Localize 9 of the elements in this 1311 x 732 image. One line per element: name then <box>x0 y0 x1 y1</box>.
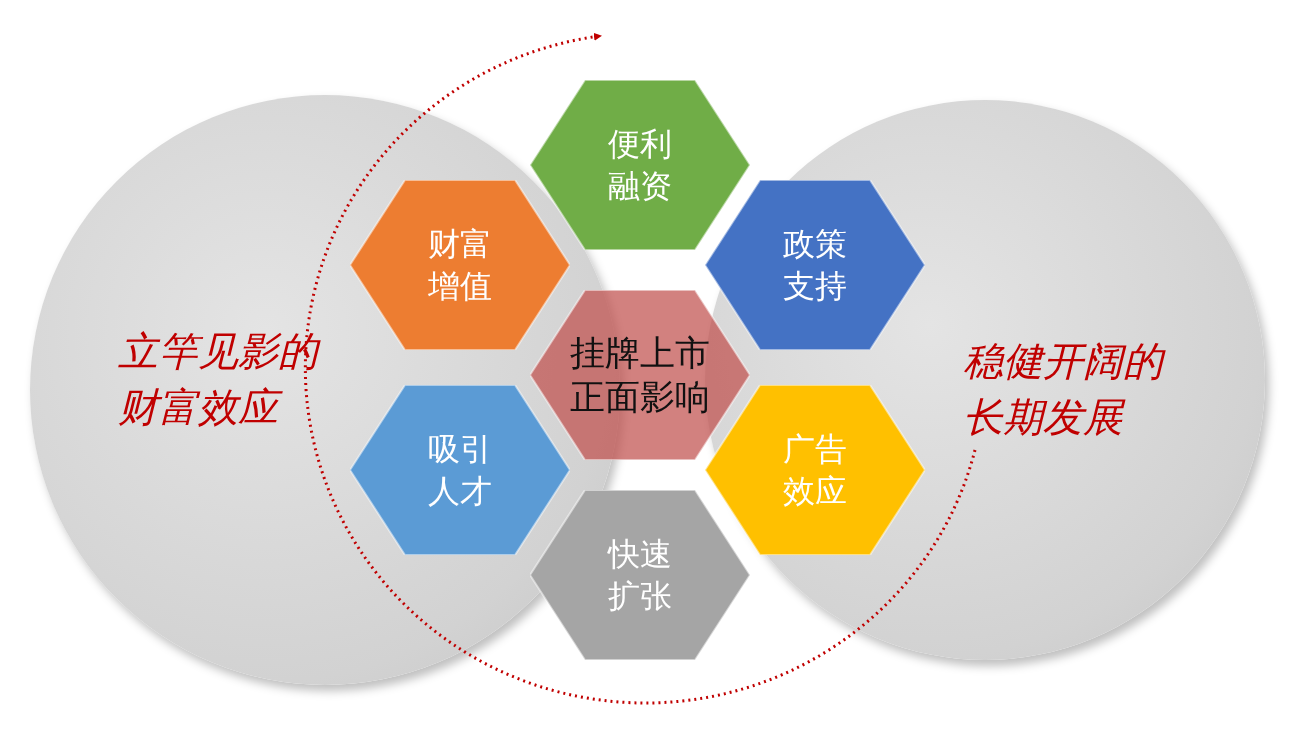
hexagon-label: 广告效应 <box>782 429 848 512</box>
hexagon-label: 政策支持 <box>782 224 848 307</box>
hexagon-label: 快速扩张 <box>606 534 673 617</box>
hexagon-label: 便利融资 <box>607 124 673 207</box>
hexagon-label: 吸引人才 <box>427 429 493 512</box>
hexagon-label: 挂牌上市正面影响 <box>569 332 711 419</box>
region-title: 稳健开阔的长期发展 <box>963 333 1168 445</box>
hexagon-label: 财富增值 <box>427 224 493 307</box>
region-title: 立竿见影的财富效应 <box>118 323 323 435</box>
